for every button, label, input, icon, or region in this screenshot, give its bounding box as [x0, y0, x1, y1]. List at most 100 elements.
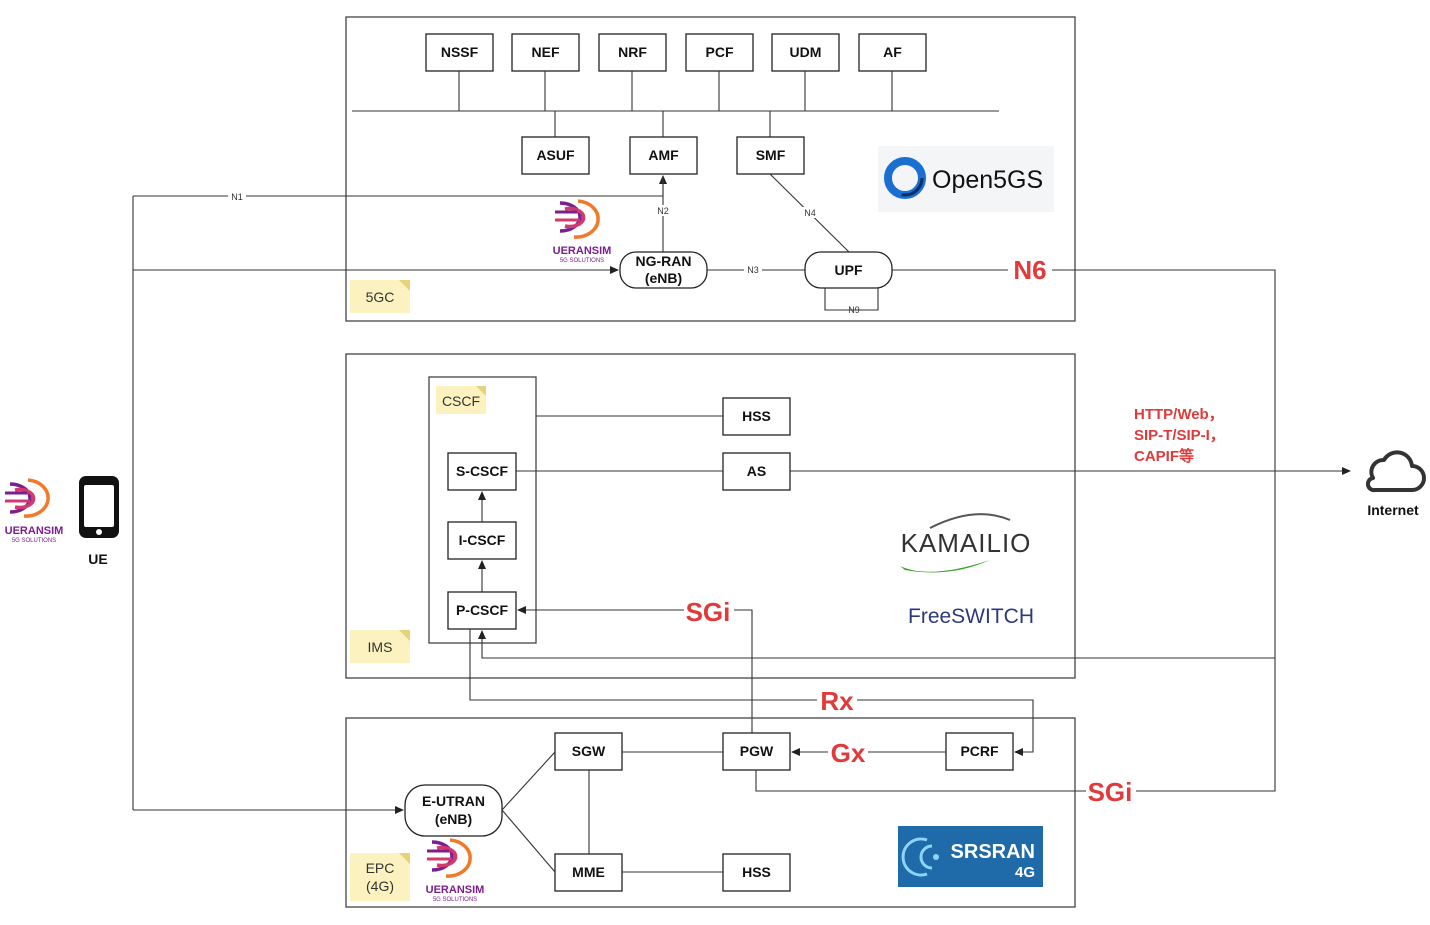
- ngran-label: NG-RAN: [636, 253, 692, 269]
- pcrf-node: PCRF: [945, 732, 1014, 771]
- rx-link: [469, 629, 1034, 756]
- ims-sgi-label: SGi: [686, 597, 731, 627]
- eutran-to-sgw: [501, 751, 556, 811]
- nf-nssf: NSSF: [425, 33, 494, 72]
- nf-amf: AMF: [629, 136, 698, 175]
- ueransim-logo-epc: UERANSIM 5G SOLUTIONS: [426, 838, 485, 903]
- ueransim-epc-text: UERANSIM: [426, 884, 485, 896]
- ue-section: N1 UE UERANSIM 5G SOLUTIONS: [5, 176, 664, 814]
- n9-label: N9: [848, 305, 860, 315]
- internet-section: Internet HTTP/Web， SIP-T/SIP-I， CAPIF等: [1134, 406, 1426, 518]
- kamailio-logo: KAMAILIO: [900, 513, 1032, 573]
- srsran-logo-subtext: 4G: [1015, 864, 1035, 881]
- internet-label: Internet: [1367, 502, 1419, 518]
- note-epc: EPC (4G): [350, 853, 410, 901]
- eutran-sublabel: (eNB): [435, 811, 472, 827]
- ue-label: UE: [88, 551, 107, 567]
- icscf-label: I-CSCF: [459, 532, 506, 548]
- proto-line-1: HTTP/Web，: [1134, 406, 1224, 423]
- freeswitch-logo: FreeSWITCH: [908, 605, 1034, 628]
- epc-section: E-UTRAN (eNB) SGW PGW PCRF MME HSS: [345, 629, 1276, 908]
- nf-amf-label: AMF: [648, 147, 679, 163]
- nf-asuf: ASUF: [521, 136, 590, 175]
- ueransim-epc-subtext: 5G SOLUTIONS: [433, 897, 477, 903]
- mme-node: MME: [554, 853, 623, 892]
- proto-line-2: SIP-T/SIP-I，: [1134, 427, 1225, 444]
- nf-nrf-label: NRF: [618, 44, 647, 60]
- epc-frame: [345, 717, 1076, 908]
- nf-nrf: NRF: [598, 33, 667, 72]
- ngran-sublabel: (eNB): [645, 270, 682, 286]
- ueransim-ue-subtext: 5G SOLUTIONS: [12, 538, 56, 544]
- icscf-node: I-CSCF: [447, 521, 517, 560]
- n1-link: [133, 176, 664, 197]
- as-node: AS: [722, 452, 791, 491]
- pcscf-label: P-CSCF: [456, 602, 509, 618]
- nf-nef: NEF: [511, 33, 580, 72]
- pgw-label: PGW: [740, 743, 774, 759]
- 5gc-frame: [345, 16, 1076, 322]
- rx-label: Rx: [820, 686, 854, 716]
- ueransim-logo-ue: UERANSIM 5G SOLUTIONS: [5, 478, 64, 544]
- nf-nef-label: NEF: [532, 44, 560, 60]
- phone-icon: [79, 476, 119, 538]
- n3-label: N3: [747, 265, 759, 275]
- gx-label: Gx: [831, 738, 866, 768]
- ims-frame: [345, 353, 1076, 679]
- pcrf-label: PCRF: [960, 743, 999, 759]
- srsran-logo: SRSRAN 4G: [898, 826, 1043, 887]
- freeswitch-logo-text: FreeSWITCH: [908, 605, 1034, 628]
- n1-label: N1: [231, 192, 243, 202]
- nf-smf-label: SMF: [756, 147, 786, 163]
- nf-af-label: AF: [883, 44, 902, 60]
- core-5gc-section: NSSF NEF NRF PCF UDM AF: [345, 16, 1276, 658]
- nf-pcf-label: PCF: [706, 44, 734, 60]
- note-epc-sublabel: (4G): [366, 878, 394, 894]
- eutran-label: E-UTRAN: [422, 793, 485, 809]
- ueransim-ue-text: UERANSIM: [5, 525, 64, 537]
- nf-udm: UDM: [771, 33, 840, 72]
- note-cscf: CSCF: [436, 386, 486, 414]
- note-ims-label: IMS: [368, 639, 393, 655]
- eutran-node: E-UTRAN (eNB): [404, 784, 503, 837]
- note-5gc: 5GC: [350, 280, 410, 313]
- nf-asuf-label: ASUF: [536, 147, 575, 163]
- nf-nssf-label: NSSF: [441, 44, 479, 60]
- proto-line-3: CAPIF等: [1134, 447, 1194, 465]
- ueransim-5gc-text: UERANSIM: [553, 245, 612, 257]
- kamailio-logo-text: KAMAILIO: [901, 528, 1032, 558]
- note-ims: IMS: [350, 630, 410, 663]
- pcscf-node: P-CSCF: [447, 591, 517, 630]
- n4-label: N4: [804, 208, 816, 218]
- scscf-label: S-CSCF: [456, 463, 509, 479]
- n6-label: N6: [1013, 255, 1046, 285]
- nf-af: AF: [858, 33, 927, 72]
- note-cscf-label: CSCF: [442, 393, 480, 409]
- nf-udm-label: UDM: [790, 44, 822, 60]
- scscf-node: S-CSCF: [447, 452, 517, 491]
- epc-sgi-label: SGi: [1088, 777, 1133, 807]
- cloud-icon: [1365, 450, 1426, 493]
- nf-pcf: PCF: [685, 33, 754, 72]
- ueransim-5gc-subtext: 5G SOLUTIONS: [560, 258, 604, 264]
- sgi-pgw-to-internet: [755, 658, 1276, 792]
- eutran-to-mme: [501, 809, 556, 873]
- upf-node: UPF: [804, 251, 893, 289]
- as-label: AS: [747, 463, 766, 479]
- epc-hss-label: HSS: [742, 864, 771, 880]
- n2-label: N2: [657, 206, 669, 216]
- n9-loop: [824, 288, 879, 311]
- note-epc-label: EPC: [366, 860, 395, 876]
- ims-hss-node: HSS: [722, 397, 791, 436]
- note-5gc-label: 5GC: [366, 289, 395, 305]
- epc-hss-node: HSS: [722, 853, 791, 892]
- ngran-node: NG-RAN (eNB): [619, 251, 708, 289]
- ims-section: CSCF S-CSCF I-CSCF P-CSCF HSS AS: [345, 353, 1351, 733]
- ueransim-logo-5gc: UERANSIM 5G SOLUTIONS: [553, 199, 612, 264]
- sgw-node: SGW: [554, 732, 623, 771]
- open5gs-logo-text: Open5GS: [932, 166, 1043, 194]
- sgw-label: SGW: [572, 743, 606, 759]
- open5gs-logo: Open5GS: [878, 146, 1054, 212]
- sgi-pgw-to-pcscf: [517, 606, 753, 733]
